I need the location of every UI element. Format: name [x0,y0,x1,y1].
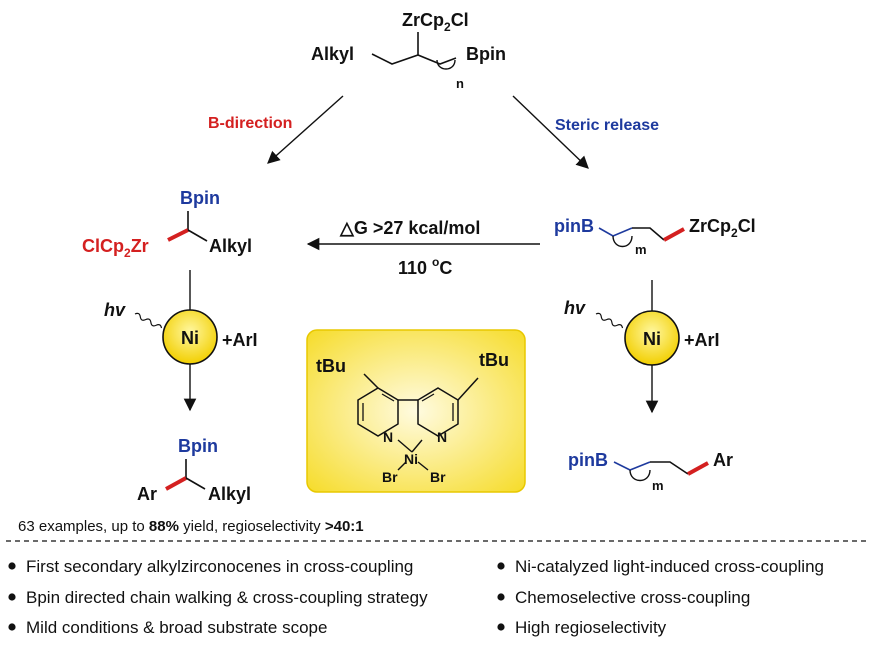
right-zr-label: ZrCp2Cl [689,216,756,240]
delta-g-label: △G >27 kcal/mol [339,218,480,238]
left-intermediate: Bpin ClCp2Zr Alkyl [82,188,252,260]
bullet-left-2: Bpin directed chain walking & cross-coup… [26,588,428,607]
temperature-label: 110 oC [398,255,452,278]
right-intermediate: pinB ZrCp2Cl m [554,216,756,257]
bullet-left-1: First secondary alkylzirconocenes in cro… [26,557,413,576]
left-product-bpin: Bpin [178,436,218,456]
left-clcp2zr-label: ClCp2Zr [82,236,149,260]
left-light-wave [134,312,163,329]
right-hv-label: hv [564,298,586,318]
arrow-steric-release [512,95,589,169]
left-ari-label: +ArI [222,330,258,350]
left-product: Bpin Ar Alkyl [137,436,251,504]
catalyst-br-right: Br [430,469,446,485]
top-alkyl-label: Alkyl [311,44,354,64]
right-product-ar: Ar [713,450,733,470]
bullet-list-left: First secondary alkylzirconocenes in cro… [8,557,428,637]
bullet-right-3: High regioselectivity [515,618,667,637]
summary-line: 63 examples, up to 88% yield, regioselec… [18,518,364,535]
top-zr-label: ZrCp2Cl [402,10,469,34]
right-product-pinb: pinB [568,450,608,470]
right-product-m: m [652,478,664,493]
catalyst-tbu-right: tBu [479,350,509,370]
starting-material: ZrCp2Cl Alkyl Bpin n [311,10,506,91]
bullet-dot [8,562,16,570]
left-alkyl-label: Alkyl [209,236,252,256]
left-ni-label: Ni [181,328,199,348]
catalyst-n-right: N [437,429,447,445]
catalyst-box: tBu tBu N N Ni Br Br [306,329,526,493]
b-direction-label: B-direction [208,115,292,132]
catalyst-n-left: N [383,429,393,445]
right-light-wave [595,312,624,329]
bullet-dot [497,562,505,570]
right-product: pinB Ar m [568,450,733,493]
top-n-label: n [456,76,464,91]
right-ni-catalyst-circle [624,310,680,366]
bullet-list-right: Ni-catalyzed light-induced cross-couplin… [497,557,824,637]
left-hv-label: hv [104,300,126,320]
catalyst-tbu-left: tBu [316,356,346,376]
right-m-label: m [635,242,647,257]
left-product-alkyl: Alkyl [208,484,251,504]
left-product-ar: Ar [137,484,157,504]
bullet-dot [497,593,505,601]
right-ni-label: Ni [643,329,661,349]
top-bpin-label: Bpin [466,44,506,64]
left-bpin-label: Bpin [180,188,220,208]
right-ari-label: +ArI [684,330,720,350]
left-ni-catalyst-circle [162,309,218,365]
arrow-b-direction [267,95,344,164]
bullet-dot [497,623,505,631]
steric-release-label: Steric release [555,117,659,134]
bullet-left-3: Mild conditions & broad substrate scope [26,618,327,637]
bullet-right-2: Chemoselective cross-coupling [515,588,750,607]
right-pinb-label: pinB [554,216,594,236]
bullet-dot [8,623,16,631]
catalyst-background [306,329,526,493]
catalyst-br-left: Br [382,469,398,485]
catalyst-ni: Ni [404,451,418,467]
bullet-dot [8,593,16,601]
bullet-right-1: Ni-catalyzed light-induced cross-couplin… [515,557,824,576]
